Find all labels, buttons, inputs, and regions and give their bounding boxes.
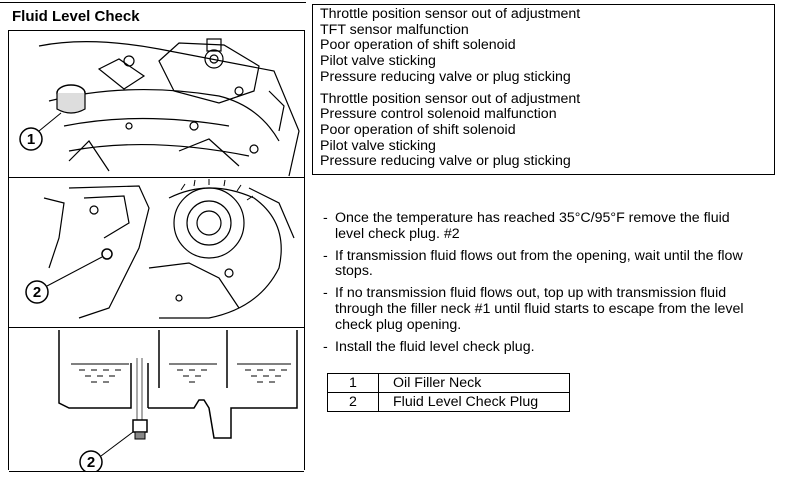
figure-cross-section: 2 — [9, 327, 304, 472]
step-text: If transmission fluid flows out from the… — [335, 247, 743, 280]
step-dash: - — [323, 210, 328, 226]
instruction-step: - Install the fluid level check plug. — [323, 338, 753, 356]
possible-causes-table: Throttle position sensor out of adjustme… — [312, 4, 775, 176]
instruction-step: - If no transmission fluid flows out, to… — [323, 285, 753, 333]
cross-section-illustration: 2 — [58, 330, 298, 471]
legend-number: 2 — [327, 392, 379, 412]
legend-row: 2 Fluid Level Check Plug — [327, 392, 570, 412]
step-text: If no transmission fluid flows out, top … — [335, 285, 744, 333]
legend-number: 1 — [327, 373, 379, 393]
callout-number: 2 — [87, 454, 95, 471]
cause-line: Poor operation of shift solenoid — [320, 37, 516, 54]
step-dash: - — [323, 247, 328, 264]
figure-check-plug-location: 2 — [9, 177, 304, 328]
cause-line: Pressure reducing valve or plug sticking — [320, 153, 571, 170]
instruction-step: - Once the temperature has reached 35°C/… — [323, 210, 753, 243]
section-title: Fluid Level Check — [12, 8, 140, 25]
legend-label: Fluid Level Check Plug — [378, 392, 570, 412]
cause-line: Throttle position sensor out of adjustme… — [320, 90, 581, 107]
check-plug-location-illustration: 2 — [25, 179, 295, 319]
cause-cell: Throttle position sensor out of adjustme… — [313, 90, 775, 175]
figure-filler-neck: 1 — [9, 30, 304, 178]
check-plug — [101, 248, 113, 260]
legend-row: 1 Oil Filler Neck — [327, 373, 570, 393]
step-dash: - — [323, 285, 328, 302]
callout-circle — [79, 450, 103, 471]
cause-line: Pilot valve sticking — [320, 137, 436, 154]
cause-row: Throttle position sensor out of adjustme… — [313, 90, 775, 175]
step-text: Install the fluid level check plug. — [335, 338, 535, 355]
callout-number: 2 — [33, 284, 41, 301]
callout-number: 1 — [27, 131, 35, 148]
illustration-column: 1 — [8, 30, 305, 472]
cause-line: Pilot valve sticking — [320, 53, 436, 70]
cause-cell: Throttle position sensor out of adjustme… — [313, 5, 775, 90]
check-plug — [132, 419, 148, 433]
filler-neck-illustration: 1 — [19, 38, 300, 177]
instruction-step: - If transmission fluid flows out from t… — [323, 247, 753, 281]
cause-line: Poor operation of shift solenoid — [320, 121, 516, 138]
callout-circle — [25, 280, 49, 304]
cause-line: Pressure reducing valve or plug sticking — [320, 68, 571, 85]
cause-line: Throttle position sensor out of adjustme… — [320, 6, 581, 22]
legend-table: 1 Oil Filler Neck 2 Fluid Level Check Pl… — [327, 373, 570, 412]
step-dash: - — [323, 338, 328, 355]
callout-circle — [19, 127, 43, 151]
legend-label: Oil Filler Neck — [378, 373, 570, 393]
step-text: Once the temperature has reached 35°C/95… — [335, 210, 730, 242]
cause-line: TFT sensor malfunction — [320, 21, 469, 38]
top-rule — [0, 2, 306, 3]
cause-row: Throttle position sensor out of adjustme… — [313, 5, 775, 90]
instruction-list: - Once the temperature has reached 35°C/… — [323, 210, 753, 361]
cause-line: Pressure control solenoid malfunction — [320, 106, 557, 123]
